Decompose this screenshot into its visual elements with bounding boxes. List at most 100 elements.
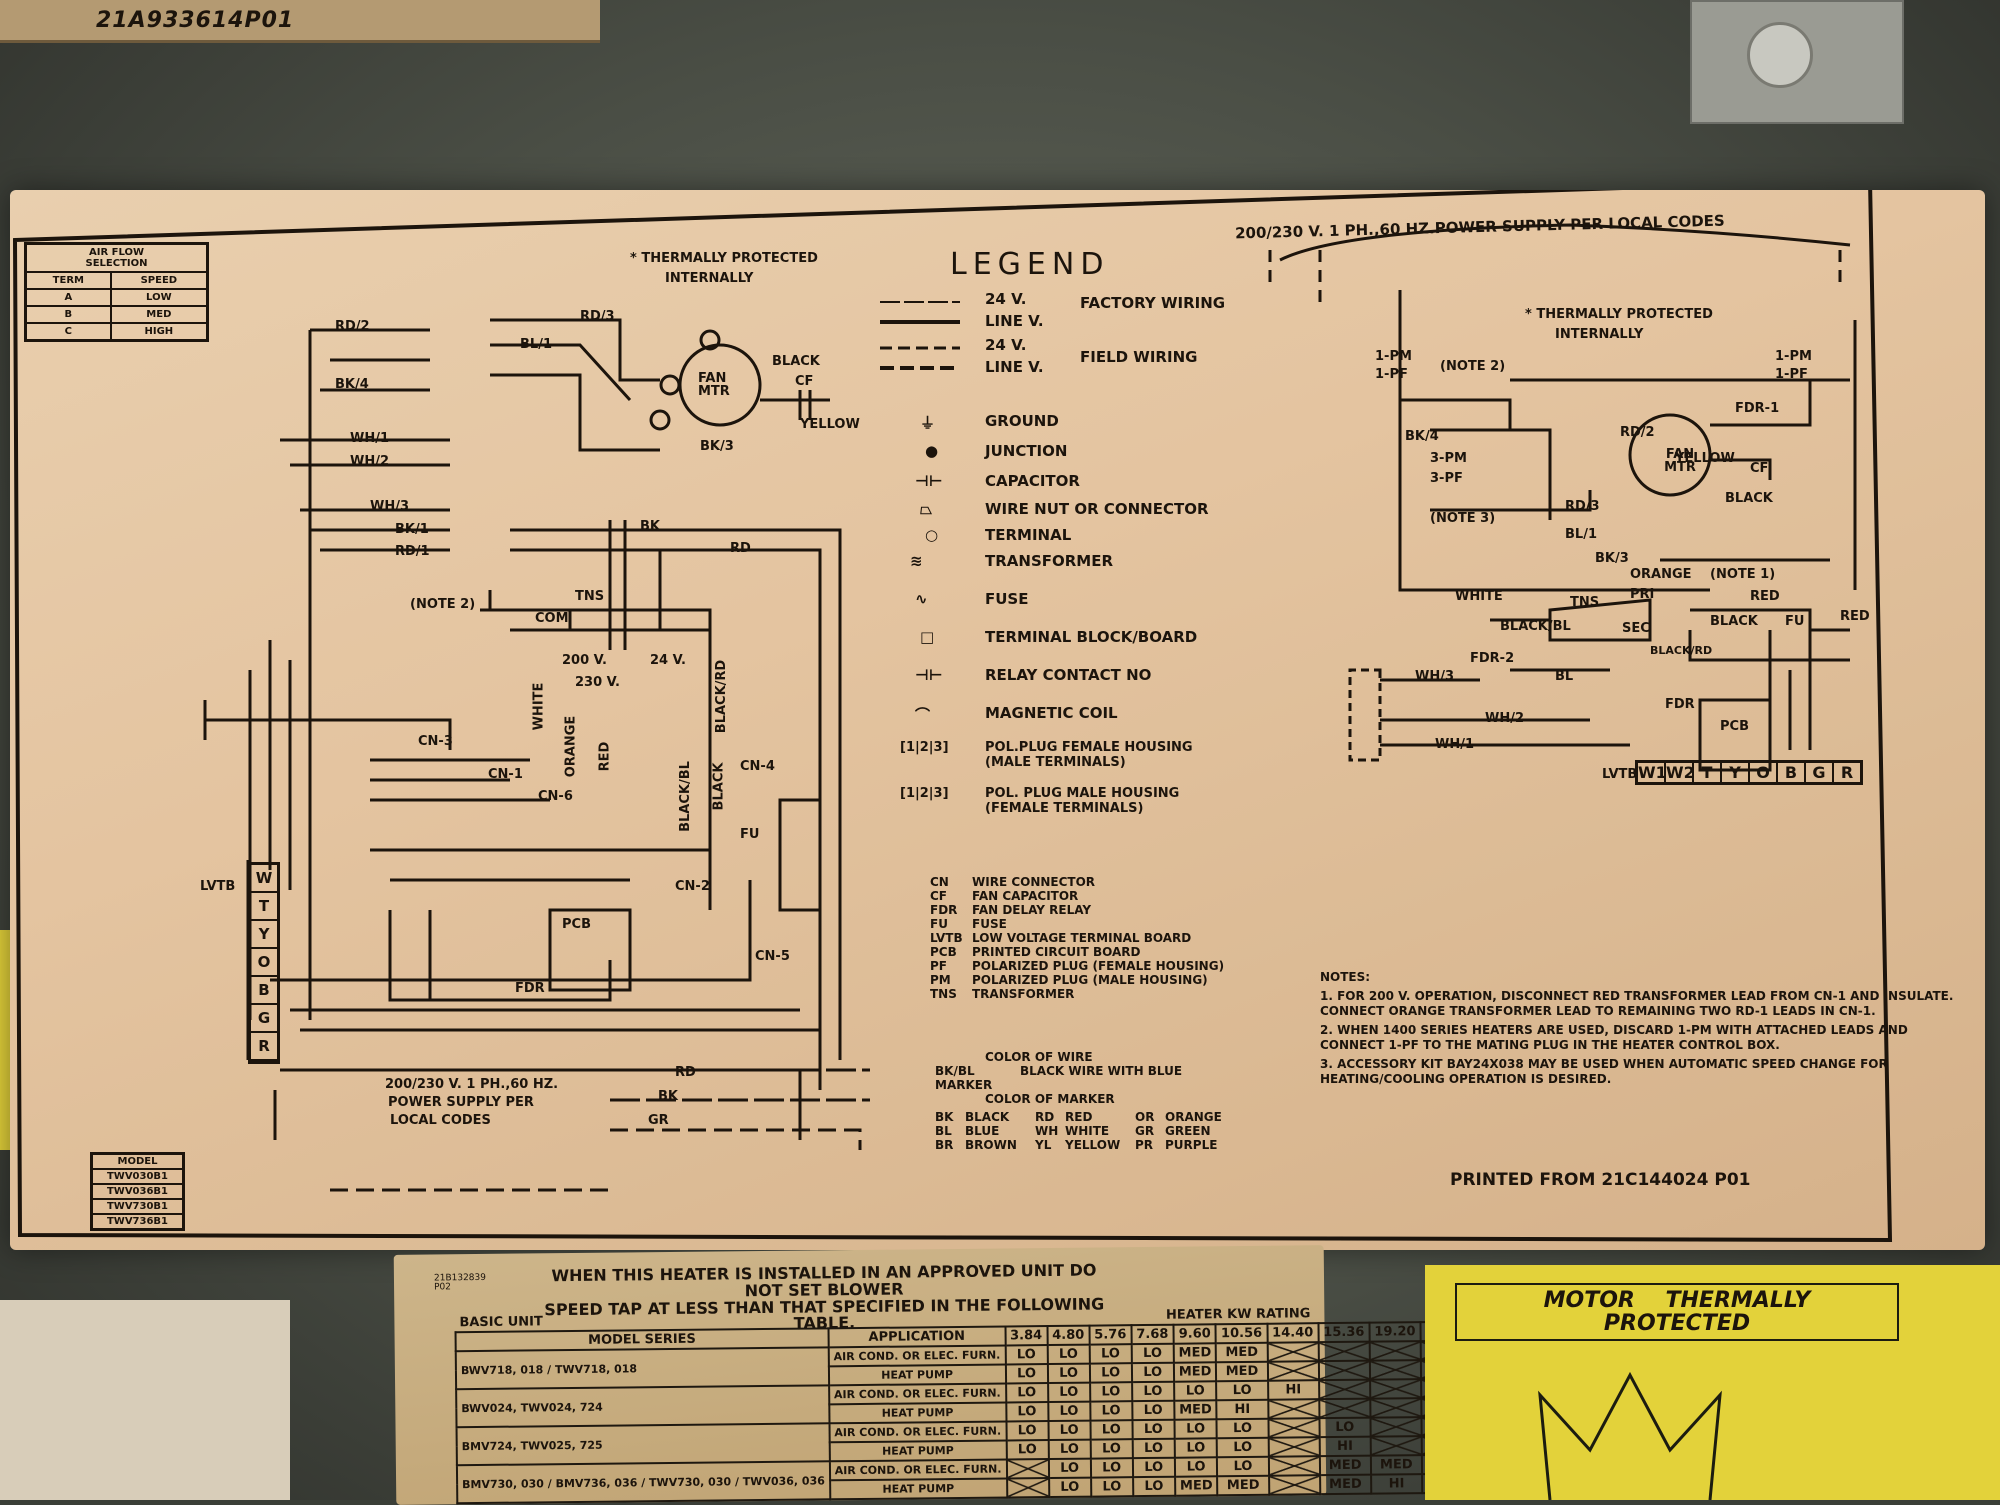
right-pcb: PCB — [1720, 719, 1749, 734]
wire-wh2: WH/2 — [350, 454, 390, 469]
black-rd-label: BLACK/RD — [714, 659, 730, 734]
right-pf1-b: 1-PF — [1775, 367, 1808, 382]
speed-tap-cell: LO — [1319, 1417, 1371, 1438]
right-wh3: WH/3 — [1415, 669, 1455, 684]
speed-tap-cell: LO — [1090, 1420, 1133, 1440]
speed-tap-cell: LO — [1216, 1418, 1269, 1439]
speed-tap-cell: LO — [1047, 1344, 1090, 1365]
speed-tap-cell: MED — [1319, 1455, 1371, 1476]
lvtb-term-r: R — [251, 1033, 277, 1061]
legend-terminal: ○TERMINAL — [925, 526, 1072, 544]
lvtb-term-o: O — [251, 949, 277, 977]
right-bl: BL — [1555, 669, 1574, 684]
right-fdr: FDR — [1665, 697, 1695, 712]
right-wh2: WH/2 — [1485, 711, 1525, 726]
speed-tap-cell: HI — [1319, 1436, 1371, 1457]
motor-yellow-label: YELLOW — [800, 417, 860, 432]
speed-tap-cell: LO — [1174, 1419, 1218, 1439]
right-note3: (NOTE 3) — [1430, 511, 1496, 526]
speed-tap-cell: LO — [1005, 1345, 1048, 1365]
transformer-icon: ≋ — [910, 552, 923, 570]
lvtb-term-b: B — [1778, 763, 1806, 782]
speed-tap-cell — [1267, 1399, 1320, 1419]
legend-magnetic-coil: ⌒MAGNETIC COIL — [915, 704, 1118, 724]
right-bl1: BL/1 — [1565, 527, 1597, 542]
speed-tap-cell: LO — [1006, 1440, 1049, 1460]
airflow-header-term: TERM — [24, 271, 112, 290]
lvtb-term-r: R — [1840, 763, 1854, 782]
right-bk4: BK/4 — [1405, 429, 1439, 444]
wire-rd: RD — [730, 541, 751, 556]
speed-tap-cell — [1370, 1417, 1422, 1437]
bolt-icon — [1747, 22, 1813, 88]
right-pm3: 3-PM — [1430, 451, 1467, 466]
speed-tap-cell: LO — [1005, 1383, 1048, 1403]
lvtb-term-w: W — [251, 865, 277, 893]
note-3: 3. ACCESSORY KIT BAY24X038 MAY BE USED W… — [1320, 1057, 1888, 1086]
warning-line-2: PROTECTED — [1603, 1311, 1751, 1337]
speed-tap-cell — [1268, 1456, 1320, 1476]
terminal-block-icon: □ — [920, 628, 935, 646]
right-bk3: BK/3 — [1595, 551, 1629, 566]
right-red: RED — [1750, 589, 1780, 604]
black-bl-label: BLACK/BL — [677, 761, 693, 832]
application-cell: HEAT PUMP — [829, 1440, 1007, 1462]
bottom-left-label — [0, 1300, 290, 1500]
speed-tap-cell — [1268, 1437, 1320, 1457]
v230-label: 230 V. — [575, 675, 620, 690]
supply-rd: RD — [675, 1065, 696, 1080]
wire-bk1: BK/1 — [395, 522, 429, 537]
right-fdr1: FDR-1 — [1735, 401, 1780, 416]
right-yellow: YELLOW — [1675, 451, 1735, 466]
fu-label: FU — [740, 827, 760, 842]
legend-capacitor: ⊣⊢CAPACITOR — [915, 472, 1080, 490]
legend-title: LEGEND — [950, 247, 1110, 282]
speed-tap-cell: LO — [1217, 1437, 1269, 1458]
right-sec: SEC — [1622, 621, 1650, 636]
right-black-2: BLACK — [1710, 614, 1758, 629]
lvtb-left-terminals: W T Y O B G R — [248, 862, 280, 1064]
model-series-cell: BMV730, 030 / BMV736, 036 / TWV730, 030 … — [456, 1461, 831, 1504]
speed-tap-cell: MED — [1173, 1362, 1217, 1382]
kw-value: 7.68 — [1131, 1324, 1174, 1345]
heater-speed-tap-label: 21B132839 P02 WHEN THIS HEATER IS INSTAL… — [393, 1245, 1474, 1505]
speed-tap-cell: LO — [1173, 1381, 1217, 1401]
speed-tap-cell: LO — [1216, 1380, 1268, 1401]
airflow-speed: LOW — [109, 288, 209, 307]
fuse-icon: ∿ — [915, 590, 928, 608]
speed-tap-cell — [1318, 1341, 1370, 1362]
right-wh1: WH/1 — [1435, 737, 1475, 752]
legend-plug-female: [1|2|3]POL.PLUG FEMALE HOUSING(MALE TERM… — [900, 740, 1193, 770]
model-row: TWV736B1 — [90, 1213, 185, 1231]
color-of-marker-label: COLOR OF MARKER — [985, 1092, 1115, 1106]
speed-tap-cell — [1318, 1360, 1370, 1381]
speed-tap-cell: LO — [1048, 1477, 1091, 1498]
wire-bl1: BL/1 — [520, 337, 552, 352]
right-red-2: RED — [1840, 609, 1870, 624]
application-cell: AIR COND. OR ELEC. FURN. — [829, 1459, 1007, 1481]
speed-tap-cell: LO — [1131, 1343, 1174, 1364]
right-tns: TNS — [1570, 595, 1600, 610]
speed-tap-cell: LO — [1047, 1382, 1090, 1403]
application-cell: AIR COND. OR ELEC. FURN. — [828, 1383, 1006, 1405]
thermally-protected-text: * THERMALLY PROTECTED — [630, 251, 818, 266]
speed-tap-cell: LO — [1090, 1477, 1134, 1497]
right-fan-mtr: FAN MTR — [1664, 447, 1696, 475]
right-pm1-b: 1-PM — [1775, 349, 1812, 364]
airflow-speed: HIGH — [109, 322, 209, 342]
junction-icon: ● — [925, 442, 939, 460]
speed-tap-cell — [1370, 1436, 1422, 1456]
speed-tap-cell: HI — [1267, 1380, 1319, 1400]
speed-tap-cell: LO — [1089, 1401, 1133, 1421]
note-1: 1. FOR 200 V. OPERATION, DISCONNECT RED … — [1320, 989, 1954, 1018]
capacitor-icon: ⊣⊢ — [915, 472, 943, 490]
speed-tap-cell: LO — [1005, 1421, 1049, 1441]
